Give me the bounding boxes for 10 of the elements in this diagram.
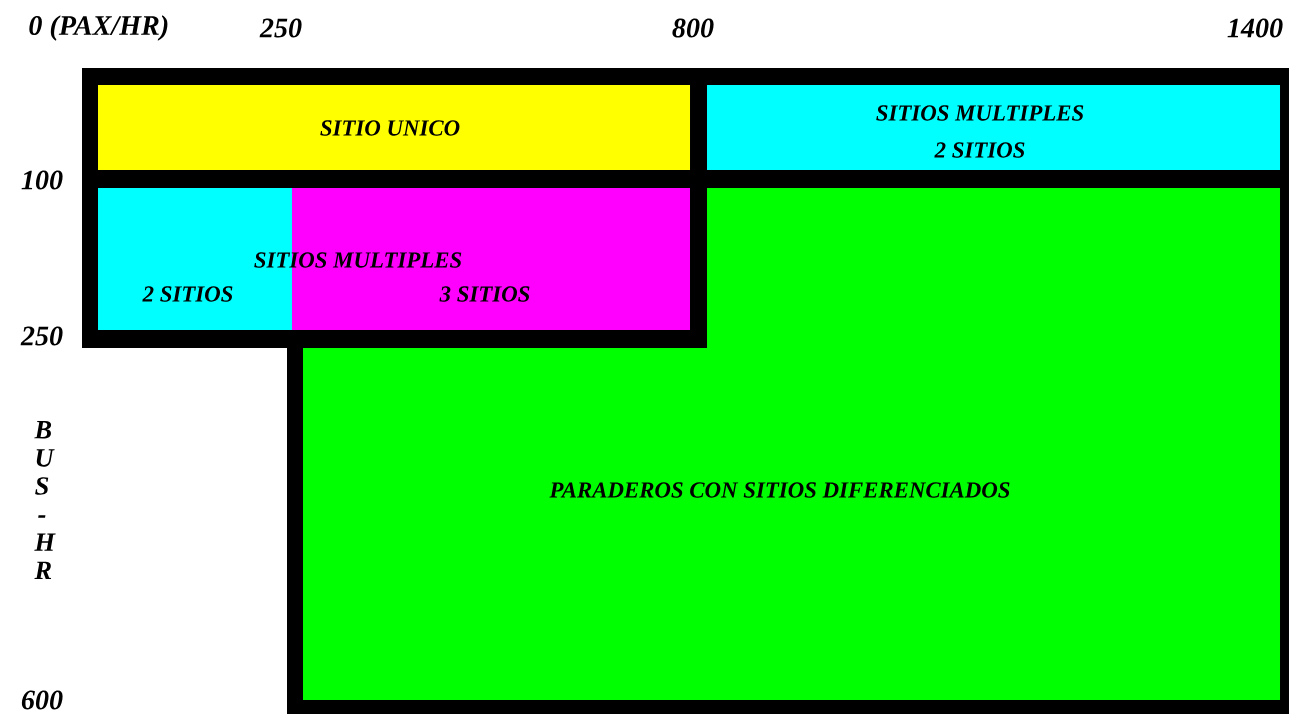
tick-label: 250 bbox=[259, 18, 302, 38]
tick-label: 600 bbox=[21, 690, 63, 710]
tick-label: 1400 bbox=[1227, 18, 1283, 38]
axis-label: B U S - H R bbox=[34, 421, 56, 579]
tick-label: 250 bbox=[20, 326, 63, 346]
axis-label: 0 (PAX/HR) bbox=[29, 15, 168, 41]
region-box: SITIO UNICO bbox=[98, 85, 690, 170]
tick-label: 800 bbox=[672, 18, 714, 38]
region-box: SITIOS MULTIPLES 2 SITIOS bbox=[707, 85, 1280, 170]
tick-label: 100 bbox=[21, 170, 63, 190]
